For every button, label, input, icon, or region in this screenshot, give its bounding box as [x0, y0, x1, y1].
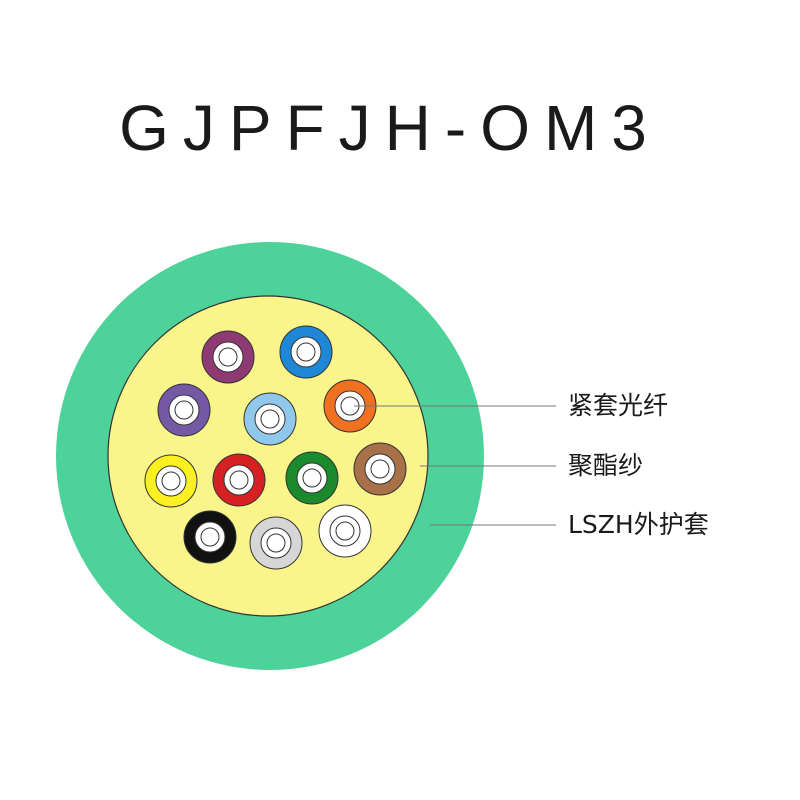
tight-buffer-fiber-green [285, 451, 339, 505]
callout-leader-lines [354, 405, 556, 526]
tight-buffer-fibers [144, 325, 407, 570]
tight-buffer-label: 紧套光纤 [568, 391, 669, 420]
tight-buffer-fiber-red [212, 453, 266, 507]
tight-buffer-fiber-white [318, 504, 372, 558]
tight-buffer-fiber-purple [201, 330, 255, 384]
lszh-jacket-label: LSZH外护套 [568, 510, 709, 539]
tight-buffer-fiber-violet [157, 383, 211, 437]
tight-buffer-fiber-orange [323, 379, 377, 433]
tight-buffer-fiber-black [183, 510, 237, 564]
tight-buffer-fiber-brown [353, 442, 407, 496]
aramid-yarn-label: 聚酯纱 [568, 451, 644, 480]
tight-buffer-fiber-aqua [243, 392, 297, 446]
tight-buffer-fiber-yellow [144, 454, 198, 508]
tight-buffer-fiber-blue [279, 325, 333, 379]
cable-model-title: GJPFJH-OM3 [119, 92, 661, 164]
tight-buffer-fiber-slate [249, 516, 303, 570]
